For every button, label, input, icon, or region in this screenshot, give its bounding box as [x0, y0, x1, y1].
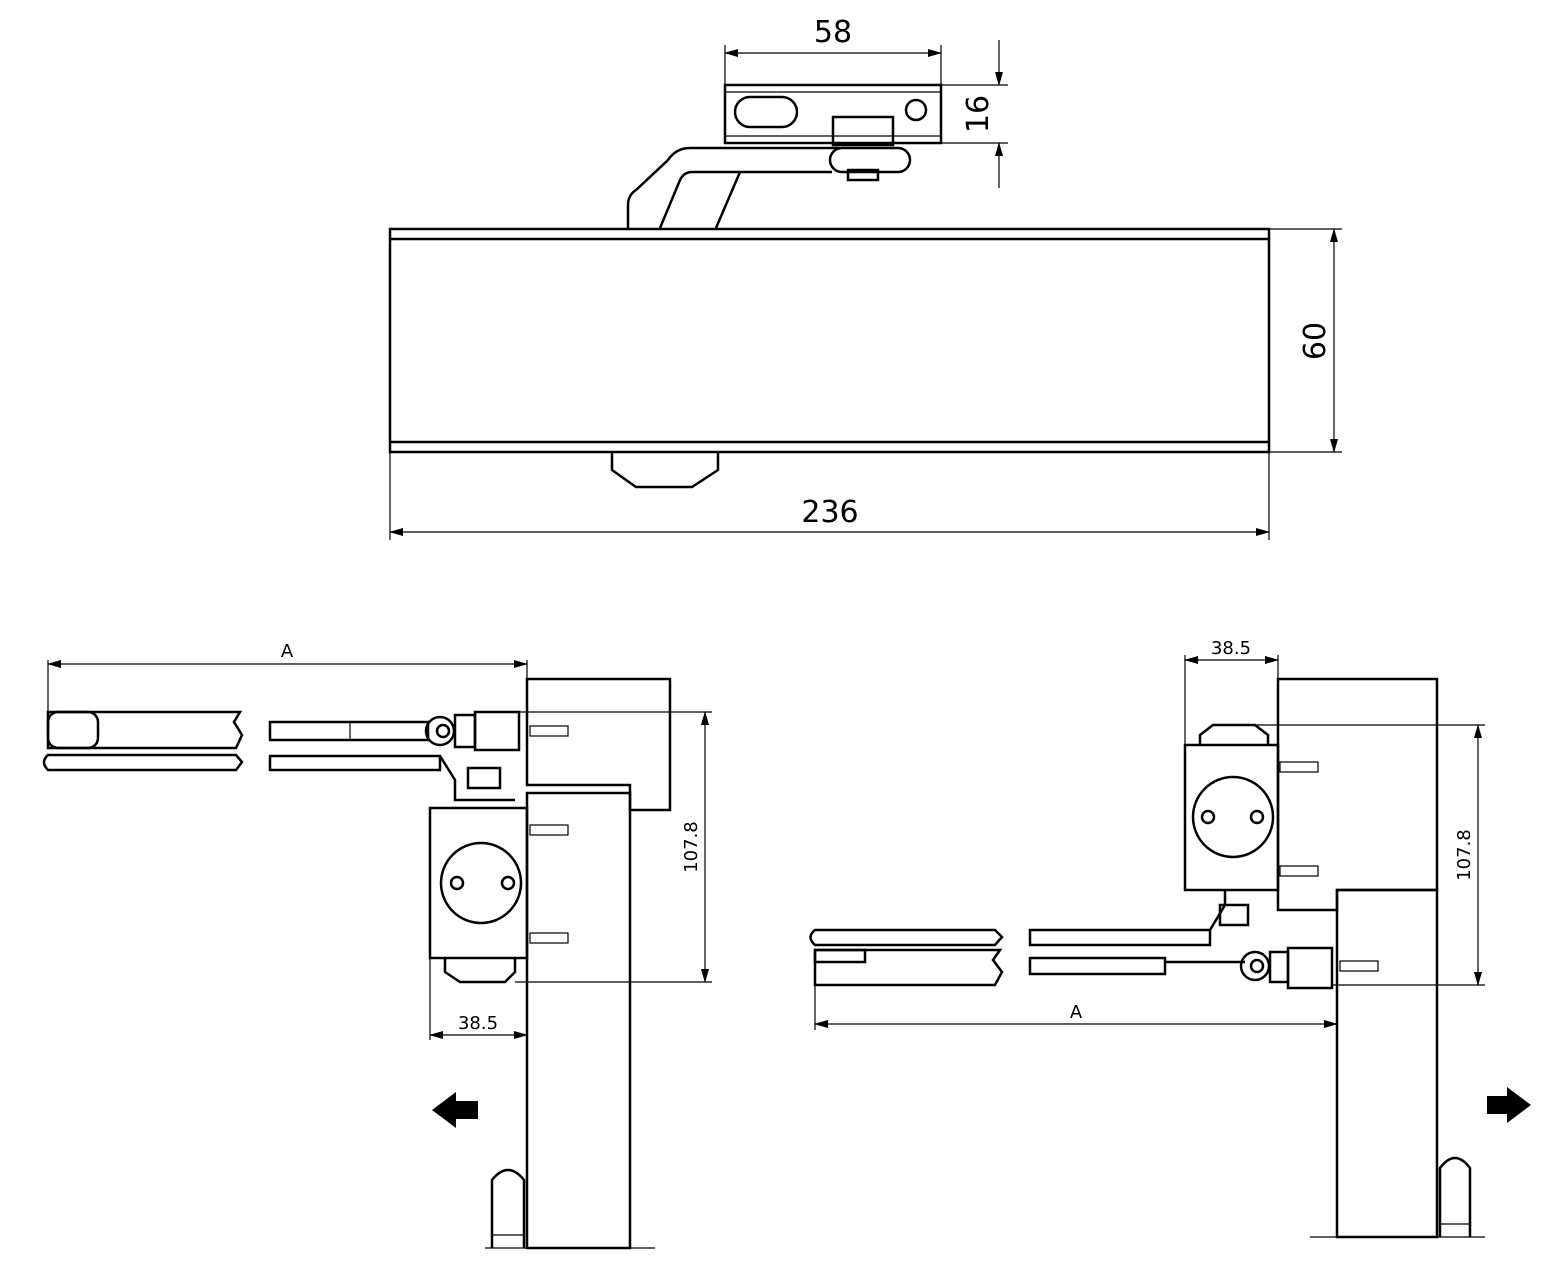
arm-left — [42, 710, 521, 802]
right-view: A 38.5 107.8 — [809, 638, 1531, 1239]
dim-60: 60 — [1298, 322, 1333, 360]
dim-a-right: A — [1070, 1002, 1083, 1023]
hinge — [1438, 1156, 1472, 1237]
frame-section — [525, 677, 672, 812]
arrow-left-icon — [432, 1092, 478, 1128]
door-section — [1335, 888, 1439, 1239]
screws-left — [529, 725, 569, 944]
closer-body-right — [1183, 723, 1280, 892]
dim-38-5-right: 38.5 — [1211, 638, 1251, 659]
arrow-right-icon — [1487, 1087, 1531, 1123]
dim-a-left: A — [281, 641, 294, 662]
dim-107-8-left: 107.8 — [681, 821, 702, 873]
closer-body-left — [428, 806, 529, 984]
dim-236: 236 — [801, 495, 858, 530]
dimensions-top: 58 16 60 236 — [389, 15, 1342, 540]
dim-16: 16 — [961, 95, 996, 133]
door-section — [525, 791, 632, 1250]
dim-107-8-right: 107.8 — [1454, 829, 1475, 881]
frame-section — [1276, 677, 1439, 912]
arm-right — [809, 890, 1334, 990]
top-view: 58 16 60 236 — [388, 15, 1342, 540]
dim-58: 58 — [814, 15, 852, 50]
dim-38-5-left: 38.5 — [458, 1013, 498, 1034]
screws-right — [1279, 761, 1379, 972]
arm — [626, 146, 912, 229]
closer-body — [388, 227, 1271, 489]
mounting-bracket — [723, 83, 943, 147]
hinge — [490, 1168, 526, 1248]
left-view: A 107.8 38.5 — [42, 641, 712, 1250]
